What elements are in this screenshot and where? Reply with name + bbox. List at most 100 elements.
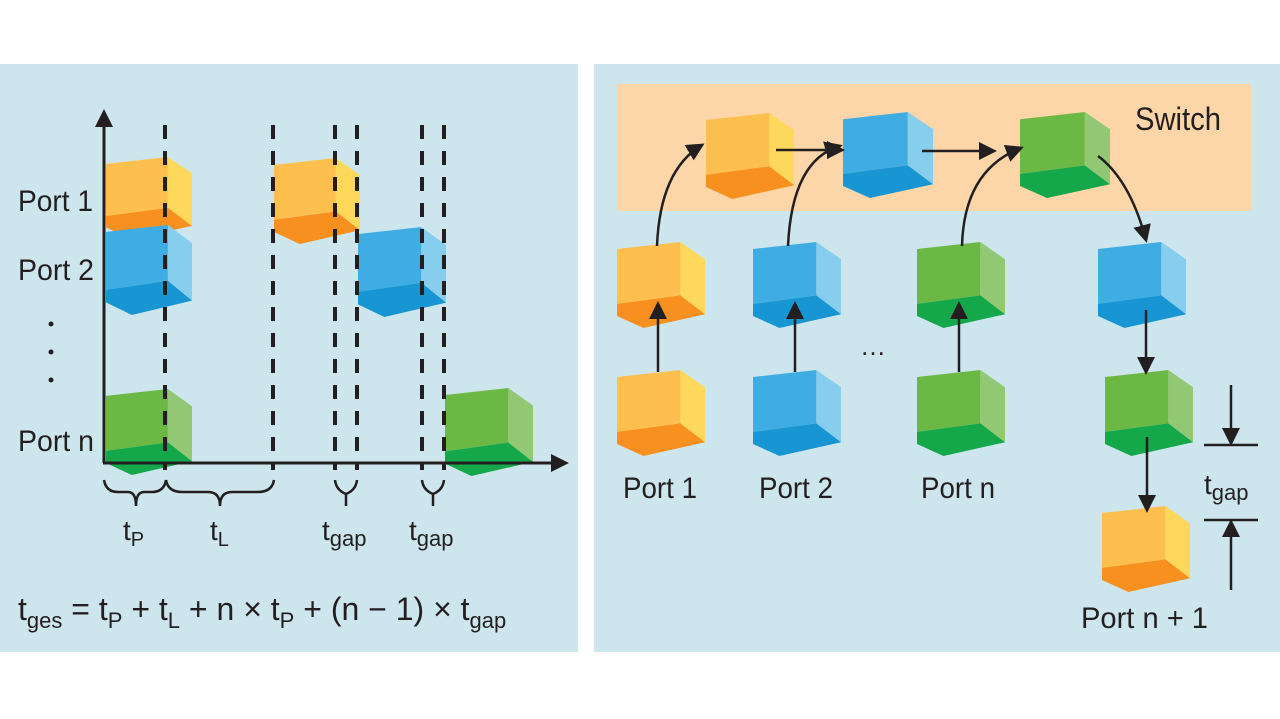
- gap-indicator: [1204, 385, 1258, 590]
- cube-bottom-face: [106, 442, 192, 475]
- cube-front-face: [753, 242, 817, 304]
- input-packet-port-n-upper: [917, 242, 1005, 328]
- cube-bottom-face: [106, 280, 192, 315]
- input-packet-port-2-lower: [753, 370, 841, 456]
- cube-side-face: [1161, 242, 1186, 315]
- cube-front-face: [274, 158, 336, 220]
- cube-bottom-face: [706, 166, 794, 199]
- packet-port-n-forwarded: [445, 388, 533, 476]
- packet-port-2-forwarded: [358, 227, 446, 317]
- y-label-port-n: Port n: [18, 425, 94, 458]
- cube-front-face: [1098, 242, 1162, 304]
- ellipsis-dot: [48, 349, 54, 355]
- y-label-port-1: Port 1: [18, 185, 93, 218]
- brace-gap-1: [333, 479, 359, 506]
- input-packet-port-1-lower: [617, 370, 705, 456]
- cube-side-face: [167, 157, 192, 226]
- cube-side-face: [816, 370, 841, 443]
- brace-gap-2: [420, 479, 446, 506]
- cube-front-face: [445, 388, 509, 452]
- cube-front-face: [358, 227, 422, 292]
- cube-front-face: [1105, 370, 1169, 432]
- cube-front-face: [706, 113, 770, 175]
- time-markers: [163, 125, 446, 470]
- right-packets: [617, 112, 1193, 592]
- left-panel: Port 1 Port 2 Port n tP tL tgap tgap tge…: [0, 64, 578, 652]
- switch-packet-blue: [843, 112, 933, 198]
- input-packet-port-1-upper: [617, 242, 705, 328]
- cube-bottom-face: [843, 165, 933, 198]
- cube-bottom-face: [753, 423, 841, 456]
- cube-front-face: [843, 112, 908, 174]
- arrow-port-1-to-switch: [655, 143, 705, 247]
- cube-front-face: [917, 370, 981, 432]
- switch-packet-green: [1020, 112, 1110, 198]
- cube-side-face: [980, 242, 1005, 315]
- cube-front-face: [1020, 112, 1085, 174]
- input-packet-port-2-upper: [753, 242, 841, 328]
- cube-side-face: [680, 242, 705, 315]
- cube-front-face: [106, 157, 168, 217]
- output-label-port-n-plus-1: Port n + 1: [1081, 602, 1208, 635]
- input-label-port-2: Port 2: [759, 472, 833, 505]
- cube-side-face: [980, 370, 1005, 443]
- switch-packet-yellow: [706, 113, 794, 199]
- cube-bottom-face: [1105, 423, 1193, 456]
- input-label-port-1: Port 1: [623, 472, 697, 505]
- interval-label-tgap-2: tgap: [409, 515, 454, 551]
- cube-side-face: [508, 388, 533, 462]
- cube-front-face: [617, 370, 681, 432]
- gap-label: tgap: [1204, 469, 1249, 505]
- cube-side-face: [1165, 506, 1190, 579]
- cube-front-face: [1102, 506, 1166, 568]
- switch-label: Switch: [1135, 101, 1221, 137]
- cube-bottom-face: [1102, 559, 1190, 592]
- total-time-formula: tges = tP + tL + n × tP + (n − 1) × tgap: [18, 591, 506, 635]
- interval-label-tp: tP: [123, 515, 144, 551]
- interval-label-tl: tL: [210, 515, 229, 551]
- cube-front-face: [617, 242, 681, 304]
- interval-label-tgap-1: tgap: [322, 515, 367, 551]
- cube-bottom-face: [274, 211, 360, 244]
- flow-arrows: [649, 141, 1156, 513]
- cube-side-face: [421, 227, 446, 303]
- packet-port-n-first: [106, 389, 192, 475]
- output-packet-yellow: [1102, 506, 1190, 592]
- cube-front-face: [106, 389, 168, 451]
- left-panel-background: [0, 64, 578, 652]
- ellipsis-dot: [48, 377, 54, 383]
- cube-bottom-face: [1020, 165, 1110, 198]
- brace-tl: [164, 479, 276, 507]
- output-packet-green: [1105, 370, 1193, 456]
- cube-side-face: [335, 158, 360, 231]
- packet-port-1-forwarded: [274, 158, 360, 244]
- cube-bottom-face: [445, 442, 533, 476]
- cube-bottom-face: [917, 423, 1005, 456]
- interval-braces: [102, 479, 446, 507]
- input-packet-port-n-lower: [917, 370, 1005, 456]
- y-label-port-2: Port 2: [18, 254, 94, 287]
- input-label-port-n: Port n: [921, 472, 995, 505]
- cube-front-face: [753, 370, 817, 432]
- cube-side-face: [816, 242, 841, 315]
- brace-tp: [102, 479, 168, 507]
- cube-side-face: [1168, 370, 1193, 443]
- cube-side-face: [1084, 112, 1110, 185]
- packet-port-1-first: [106, 157, 192, 239]
- cube-side-face: [680, 370, 705, 443]
- cube-front-face: [106, 225, 168, 290]
- cube-front-face: [917, 242, 981, 304]
- arrow-switch-to-output: [1097, 155, 1151, 243]
- ellipsis-dot: [48, 321, 54, 327]
- ports-ellipsis: …: [860, 331, 886, 361]
- right-panel: Switch tgap: [594, 64, 1280, 652]
- packet-port-2-first: [106, 225, 192, 315]
- cube-side-face: [167, 389, 192, 462]
- cube-bottom-face: [1098, 295, 1186, 328]
- output-packet-blue: [1098, 242, 1186, 328]
- cube-side-face: [907, 112, 933, 185]
- arrow-port-n-to-switch: [960, 145, 1024, 247]
- cube-bottom-face: [617, 423, 705, 456]
- cube-side-face: [167, 225, 192, 301]
